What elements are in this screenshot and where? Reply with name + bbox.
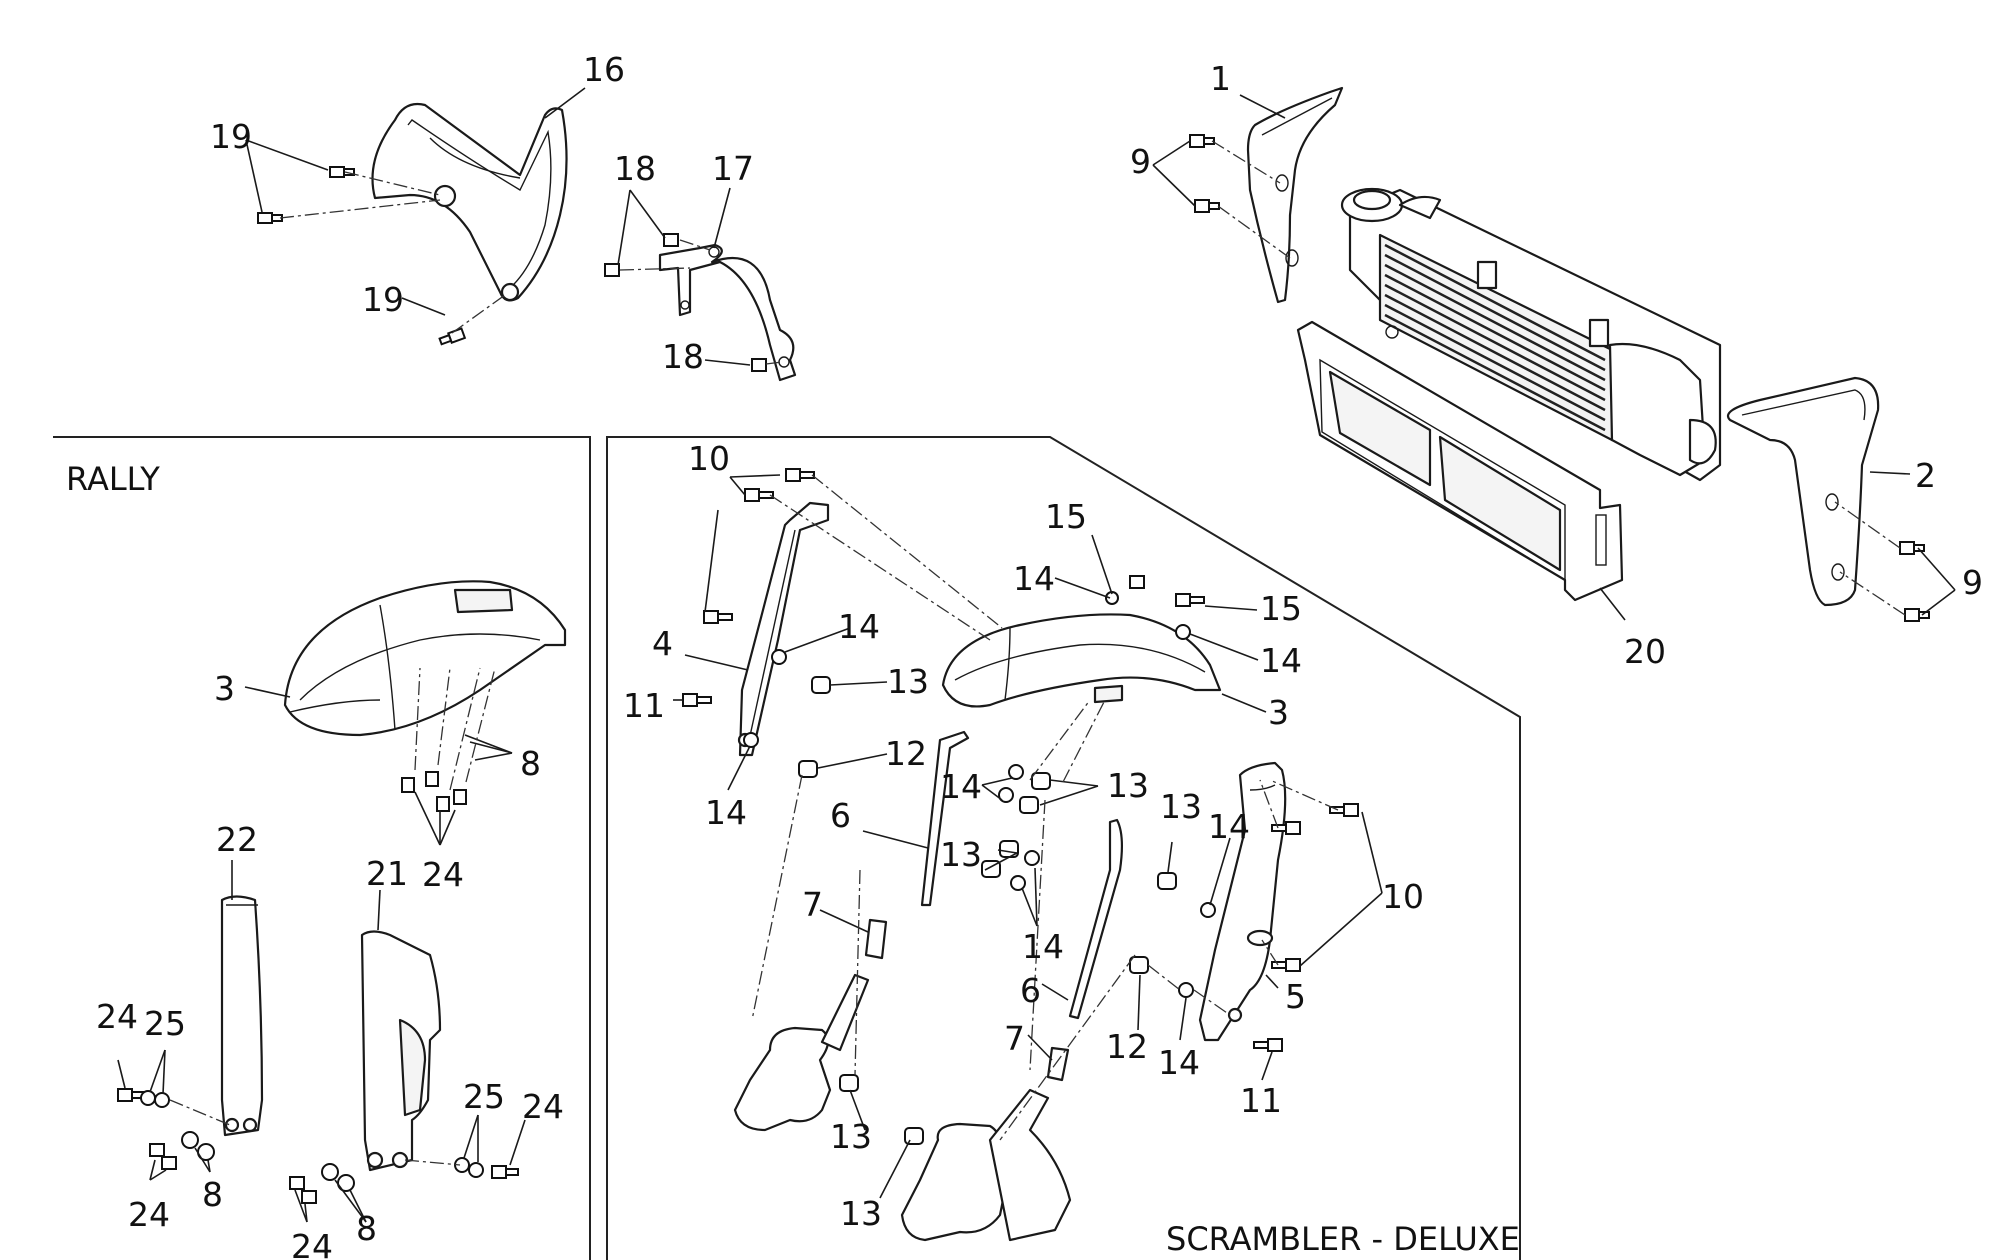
callout-25: 25 xyxy=(144,1004,186,1043)
callout-6: 6 xyxy=(1020,971,1041,1010)
callout-21: 21 xyxy=(366,854,408,893)
section-title-rally: RALLY xyxy=(66,460,160,498)
rally-front-mudguard xyxy=(283,580,567,737)
callout-7: 7 xyxy=(802,885,823,924)
callout-13: 13 xyxy=(1107,766,1149,805)
callout-18: 18 xyxy=(662,337,704,376)
callout-labels: 16 19 19 18 17 18 1 9 2 9 20 3 8 24 22 2… xyxy=(96,50,1983,1260)
top-left-leaders xyxy=(245,87,783,366)
callout-8: 8 xyxy=(356,1209,377,1248)
callout-3: 3 xyxy=(1268,693,1289,732)
callout-15: 15 xyxy=(1045,497,1087,536)
scrambler-front-mudguard xyxy=(941,613,1222,708)
callout-16: 16 xyxy=(583,50,625,89)
callout-4: 4 xyxy=(652,624,673,663)
callout-14: 14 xyxy=(705,793,747,832)
callout-11: 11 xyxy=(1240,1081,1282,1120)
callout-12: 12 xyxy=(885,734,927,773)
radiator-leaders xyxy=(1152,94,1956,621)
callout-11: 11 xyxy=(623,686,665,725)
radiator-core-part xyxy=(1340,187,1722,482)
callout-15: 15 xyxy=(1260,589,1302,628)
scrambler-brake-lines xyxy=(920,730,1124,1020)
scrambler-mudguard-stay-right xyxy=(1198,761,1287,1042)
callout-13: 13 xyxy=(940,835,982,874)
callout-13: 13 xyxy=(840,1194,882,1233)
callout-14: 14 xyxy=(940,767,982,806)
callout-25: 25 xyxy=(463,1077,505,1116)
callout-14: 14 xyxy=(1208,807,1250,846)
callout-2: 2 xyxy=(1915,456,1936,495)
callout-19: 19 xyxy=(210,117,252,156)
callout-14: 14 xyxy=(838,607,880,646)
rally-fork-guard-21 xyxy=(360,930,442,1172)
radiator-side-cover-right xyxy=(1727,376,1880,607)
callout-12: 12 xyxy=(1106,1027,1148,1066)
rally-fasteners xyxy=(117,771,519,1204)
scrambler-fork-clamps xyxy=(733,973,1072,1242)
scrambler-leaders xyxy=(673,474,1383,1199)
callout-24: 24 xyxy=(522,1087,564,1126)
callout-14: 14 xyxy=(1260,641,1302,680)
callout-24: 24 xyxy=(291,1227,333,1260)
callout-10: 10 xyxy=(1382,877,1424,916)
callout-24: 24 xyxy=(422,855,464,894)
callout-5: 5 xyxy=(1285,977,1306,1016)
callout-20: 20 xyxy=(1624,632,1666,671)
scrambler-fasteners xyxy=(682,468,1359,1145)
callout-24: 24 xyxy=(128,1195,170,1234)
callout-14: 14 xyxy=(1022,927,1064,966)
callout-22: 22 xyxy=(216,820,258,859)
callout-13: 13 xyxy=(830,1117,872,1156)
callout-18: 18 xyxy=(614,149,656,188)
callout-14: 14 xyxy=(1158,1043,1200,1082)
callout-19: 19 xyxy=(362,280,404,319)
callout-10: 10 xyxy=(688,439,730,478)
radiator-side-cover-left xyxy=(1246,86,1344,304)
callout-14: 14 xyxy=(1013,559,1055,598)
radiator-fins xyxy=(1384,243,1606,432)
callout-7: 7 xyxy=(1004,1019,1025,1058)
section-title-scrambler-deluxe: SCRAMBLER - DELUXE xyxy=(1166,1220,1520,1258)
callout-3: 3 xyxy=(214,669,235,708)
rally-leaders xyxy=(117,667,526,1223)
callout-17: 17 xyxy=(712,149,754,188)
callout-9: 9 xyxy=(1962,563,1983,602)
scrambler-sleeves xyxy=(864,918,1070,1082)
callout-6: 6 xyxy=(830,796,851,835)
callout-8: 8 xyxy=(520,744,541,783)
callout-13: 13 xyxy=(1160,787,1202,826)
scrambler-mudguard-stay-left xyxy=(737,501,830,757)
callout-13: 13 xyxy=(887,662,929,701)
top-left-fasteners xyxy=(257,166,767,372)
callout-9: 9 xyxy=(1130,142,1151,181)
callout-1: 1 xyxy=(1210,59,1231,98)
headlight-shield-part xyxy=(371,102,568,302)
rally-fork-guard-22 xyxy=(220,895,264,1137)
section-frames xyxy=(53,436,1521,1260)
callout-24: 24 xyxy=(96,997,138,1036)
callout-8: 8 xyxy=(202,1175,223,1214)
radiator-grille-guard xyxy=(1296,320,1624,602)
